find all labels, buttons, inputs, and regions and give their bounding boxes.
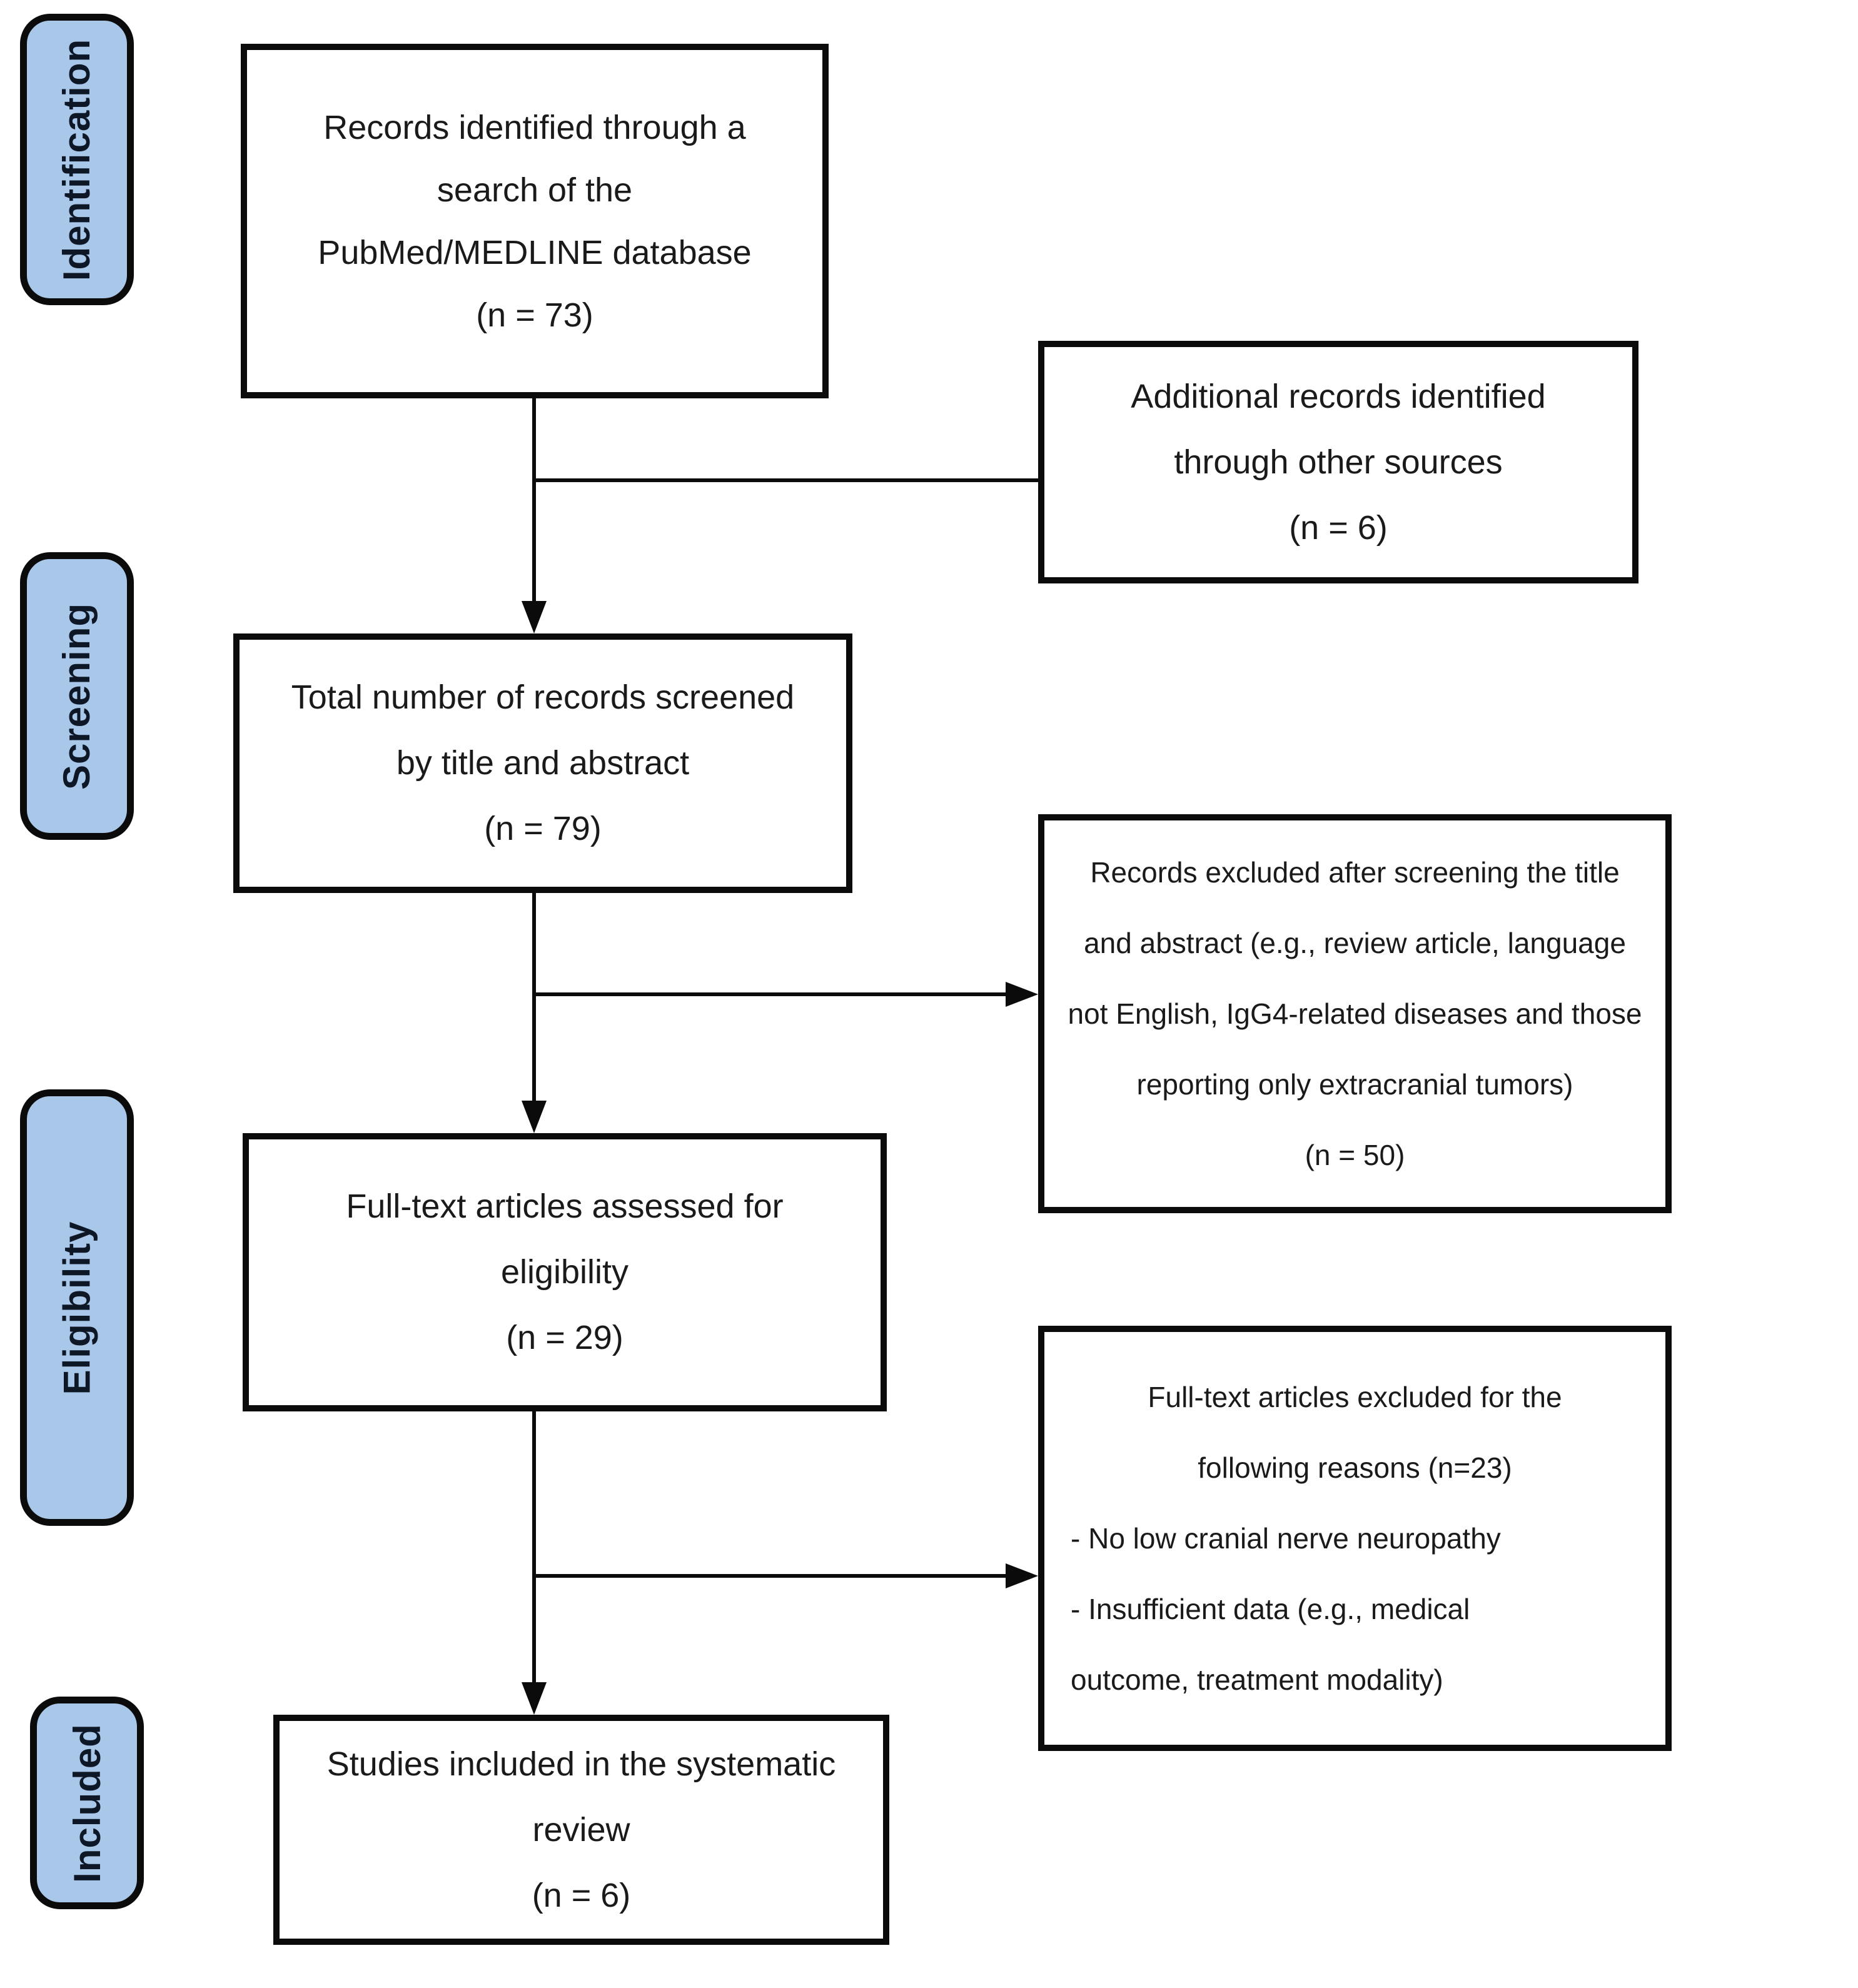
box-records-screened-line: Total number of records screened <box>291 679 795 716</box>
arrowhead-into-included <box>522 1682 547 1715</box>
box-records-identified-line: Records identified through a <box>323 108 746 146</box>
arrowhead-into-fulltext <box>522 1101 547 1133</box>
box-fulltext-excluded-reason: outcome, treatment modality) <box>1071 1663 1443 1696</box>
box-studies-included-line: review <box>532 1810 630 1849</box>
box-studies-included: Studies included in the systematic revie… <box>273 1715 889 1945</box>
stage-eligibility-label: Eligibility <box>56 1221 98 1395</box>
connector-excluded-screening-branch <box>532 992 1006 996</box>
box-fulltext-excluded-line: following reasons (n=23) <box>1198 1451 1512 1484</box>
box-fulltext-assessed-line: eligibility <box>500 1253 629 1291</box>
arrowhead-into-screened <box>522 601 547 633</box>
box-records-screened: Total number of records screened by titl… <box>233 633 852 893</box>
box-records-screened-count: (n = 79) <box>484 810 602 847</box>
connector-excluded-fulltext-branch <box>532 1574 1006 1578</box>
box-records-excluded-line: not English, IgG4-related diseases and t… <box>1068 997 1642 1030</box>
stage-screening: Screening <box>20 552 134 840</box>
box-records-identified: Records identified through a search of t… <box>241 44 829 398</box>
stage-included-label: Included <box>66 1723 108 1883</box>
box-additional-records-line: through other sources <box>1174 443 1503 481</box>
box-records-excluded-line: reporting only extracranial tumors) <box>1136 1067 1573 1101</box>
box-fulltext-assessed-line: Full-text articles assessed for <box>346 1188 784 1225</box>
stage-identification: Identification <box>20 14 134 305</box>
stage-identification-label: Identification <box>56 38 98 281</box>
connector-screened-to-fulltext <box>532 893 536 1101</box>
box-additional-records: Additional records identified through ot… <box>1038 341 1638 583</box>
stage-included: Included <box>30 1697 144 1909</box>
stage-screening-label: Screening <box>56 602 98 790</box>
box-fulltext-excluded: Full-text articles excluded for the foll… <box>1038 1326 1672 1751</box>
connector-identified-to-screened <box>532 398 536 601</box>
connector-additional-records-branch <box>532 478 1038 482</box>
box-fulltext-assessed: Full-text articles assessed for eligibil… <box>243 1133 887 1411</box>
box-studies-included-count: (n = 6) <box>532 1876 631 1914</box>
arrowhead-into-records-excluded <box>1006 982 1038 1007</box>
box-fulltext-excluded-reason: - Insufficient data (e.g., medical <box>1071 1592 1470 1625</box>
box-records-excluded-line: Records excluded after screening the tit… <box>1090 855 1620 889</box>
stage-eligibility: Eligibility <box>20 1089 134 1526</box>
box-fulltext-assessed-count: (n = 29) <box>506 1319 624 1356</box>
box-fulltext-excluded-reason: - No low cranial nerve neuropathy <box>1071 1521 1501 1555</box>
box-fulltext-excluded-line: Full-text articles excluded for the <box>1148 1380 1562 1413</box>
box-records-identified-line: search of the <box>437 171 633 209</box>
arrowhead-into-fulltext-excluded <box>1006 1563 1038 1588</box>
box-additional-records-count: (n = 6) <box>1289 508 1388 547</box>
box-studies-included-line: Studies included in the systematic <box>326 1745 836 1783</box>
box-records-screened-line: by title and abstract <box>396 744 690 782</box>
box-records-excluded: Records excluded after screening the tit… <box>1038 814 1672 1213</box>
box-records-excluded-line: and abstract (e.g., review article, lang… <box>1084 926 1626 959</box>
connector-fulltext-to-included <box>532 1411 536 1682</box>
box-records-identified-line: PubMed/MEDLINE database <box>318 233 752 271</box>
box-records-excluded-count: (n = 50) <box>1305 1138 1405 1171</box>
box-records-identified-count: (n = 73) <box>476 296 593 334</box>
box-additional-records-line: Additional records identified <box>1131 377 1546 415</box>
